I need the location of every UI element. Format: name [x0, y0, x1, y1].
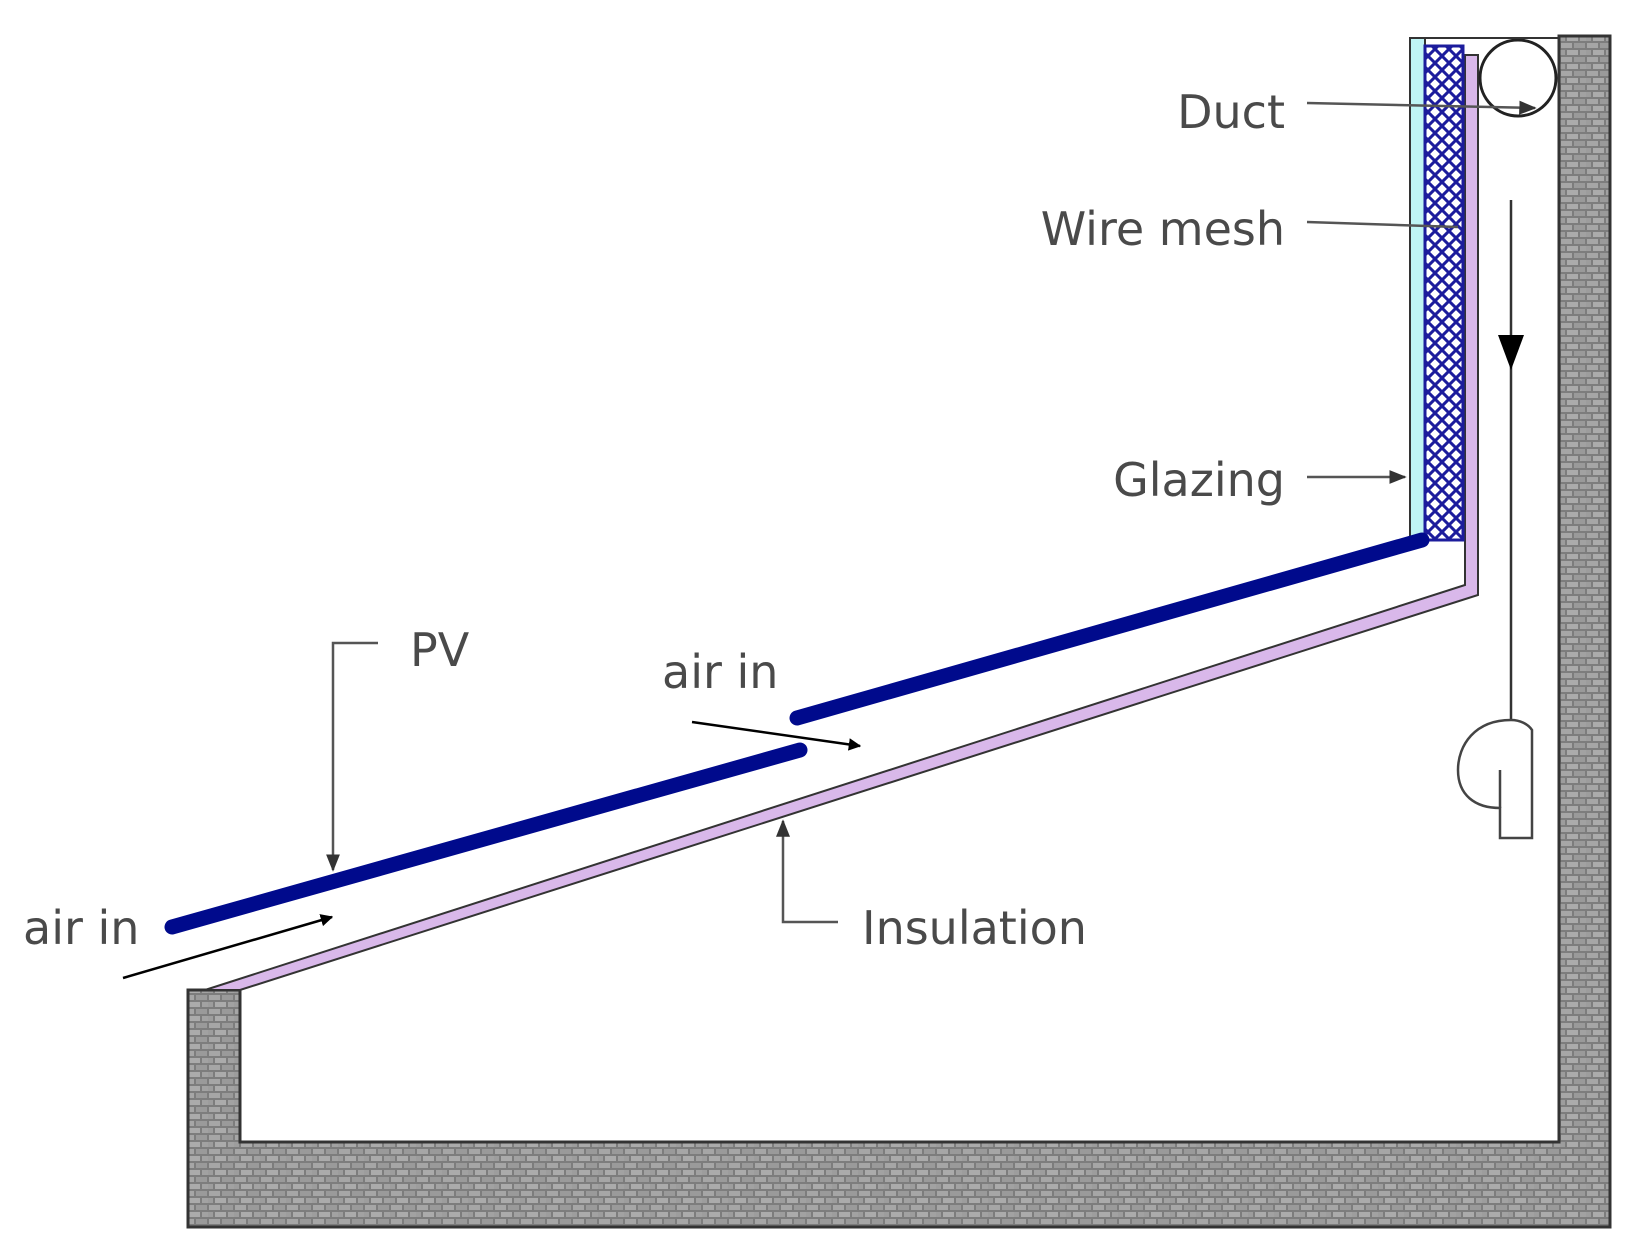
pv-panel-upper — [789, 532, 1430, 726]
duct-label: Duct — [1177, 85, 1285, 139]
pv-leader — [326, 641, 378, 872]
duct-leader — [1306, 100, 1537, 115]
duct-circle-icon — [1478, 38, 1558, 118]
pv-label: PV — [410, 623, 470, 677]
down-arrow-icon — [1498, 335, 1524, 370]
glazing-label: Glazing — [1113, 453, 1285, 507]
wire-mesh-leader — [1306, 220, 1459, 229]
insulation-layer — [204, 54, 1479, 991]
brick-structure — [186, 34, 1612, 1229]
air-in-label-upper: air in — [662, 645, 778, 699]
air-in-label-lower: air in — [23, 901, 139, 955]
wire-mesh — [1423, 44, 1465, 542]
fan-housing-icon — [1456, 718, 1534, 840]
insulation-label: Insulation — [862, 901, 1087, 955]
air-in-arrow-upper — [691, 720, 862, 751]
insulation-leader — [776, 819, 838, 924]
pv-panel-lower — [164, 742, 808, 935]
glazing — [1409, 37, 1426, 541]
wire-mesh-label: Wire mesh — [1041, 202, 1285, 256]
air-in-arrow-lower — [122, 914, 334, 980]
